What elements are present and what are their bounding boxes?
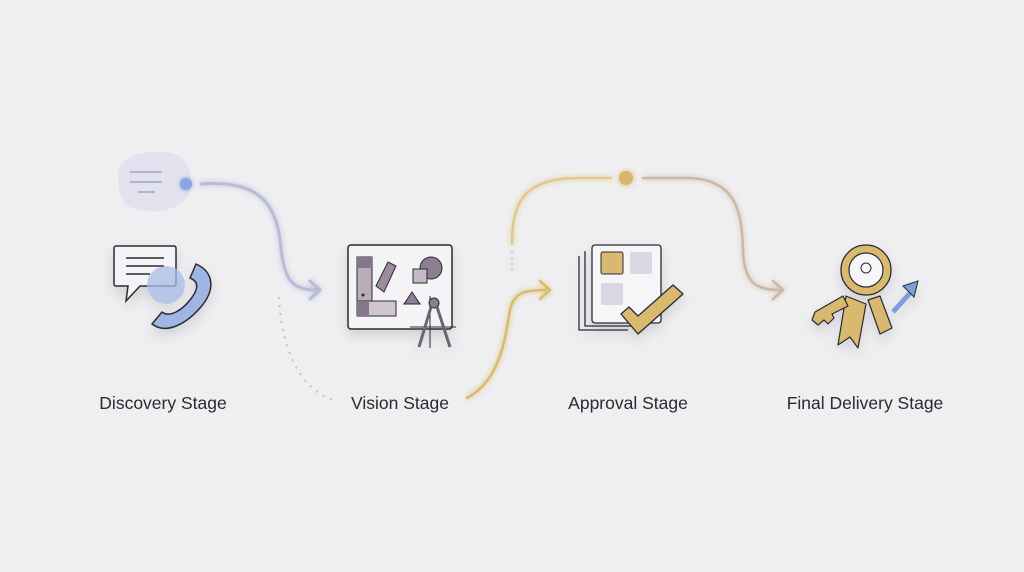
node-dot [180, 178, 192, 190]
note-bubble-icon [117, 151, 191, 212]
stage-label-discovery: Discovery Stage [99, 393, 227, 413]
approved-checklist-icon [578, 244, 684, 335]
connector-vision-to-approval [465, 171, 633, 400]
stage-label-approval: Approval Stage [568, 393, 688, 413]
connector-approval-to-delivery [641, 176, 785, 301]
node-dot [619, 171, 633, 185]
chat-phone-icon [113, 245, 212, 329]
stage-label-final-delivery: Final Delivery Stage [786, 393, 944, 413]
design-board-icon [347, 244, 456, 348]
connector-discovery-to-vision [180, 178, 322, 301]
key-ribbon-icon [811, 244, 919, 349]
dotted-connector [277, 296, 336, 402]
stage-label-vision: Vision Stage [351, 393, 449, 413]
